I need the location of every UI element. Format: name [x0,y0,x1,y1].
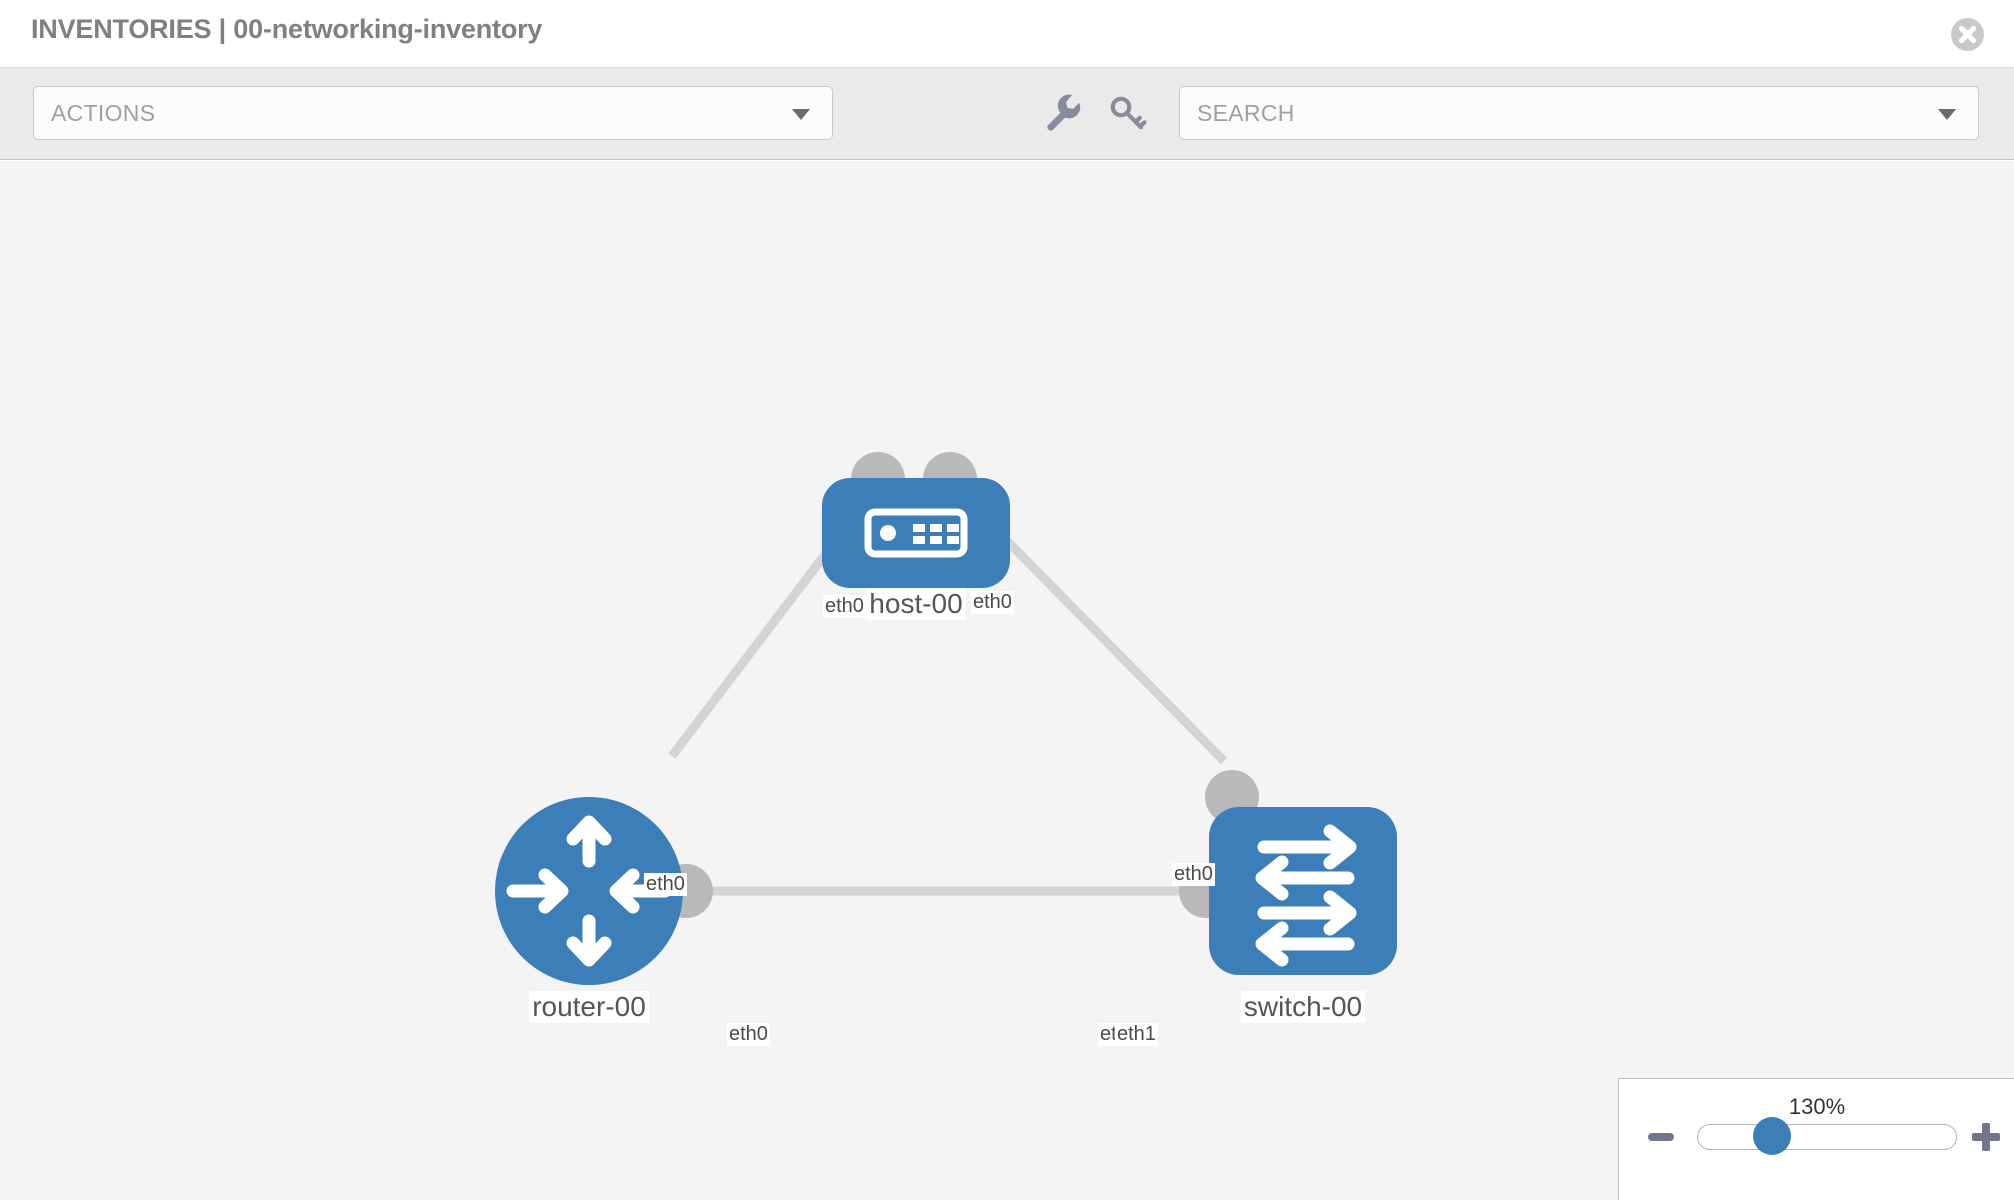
key-icon[interactable] [1106,92,1148,134]
zoom-percent-label: 130% [1788,1094,1846,1119]
page-title: INVENTORIES | 00-networking-inventory [31,14,543,44]
wrench-icon[interactable] [1043,92,1085,134]
edge-label-router00-eth0-uplink: eth0 [644,873,687,896]
edge-label-switch00-eth0-uplink: eth0 [1172,863,1215,886]
node-host-00[interactable] [822,478,1010,588]
chevron-down-icon [792,109,810,120]
edge-label-switch00-eth1-b: eth1 [1115,1023,1158,1046]
minus-icon[interactable] [1648,1133,1674,1141]
node-label-host-00: host-00 [866,588,966,620]
server-device-icon [864,508,968,558]
edge-label-router00-eth0: eth0 [727,1023,770,1046]
plus-icon[interactable] [1972,1123,2000,1151]
zoom-control-panel: 130% [1618,1078,2014,1200]
topology-graph [495,452,1397,985]
search-input[interactable]: SEARCH [1179,86,1979,140]
switch-arrows-icon [1255,824,1357,967]
node-label-router-00: router-00 [529,991,649,1023]
actions-dropdown[interactable]: ACTIONS [33,86,833,140]
search-placeholder: SEARCH [1197,100,1295,126]
topology-canvas[interactable]: host-00 router-00 switch-00 eth0 eth0 et… [0,161,2014,1200]
actions-dropdown-label: ACTIONS [51,100,156,126]
title-bar: INVENTORIES | 00-networking-inventory [0,0,2014,68]
node-label-switch-00: switch-00 [1240,991,1366,1023]
close-icon[interactable] [1951,18,1984,51]
edge-label-host00-eth0-left: eth0 [823,595,866,618]
node-switch-00[interactable] [1209,807,1397,975]
chevron-down-icon [1938,109,1956,120]
toolbar: ACTIONS SEARCH [0,68,2014,160]
edge-label-host00-eth0-right: eth0 [971,591,1014,614]
zoom-slider-thumb[interactable] [1753,1117,1791,1155]
zoom-slider-track[interactable] [1697,1124,1957,1150]
